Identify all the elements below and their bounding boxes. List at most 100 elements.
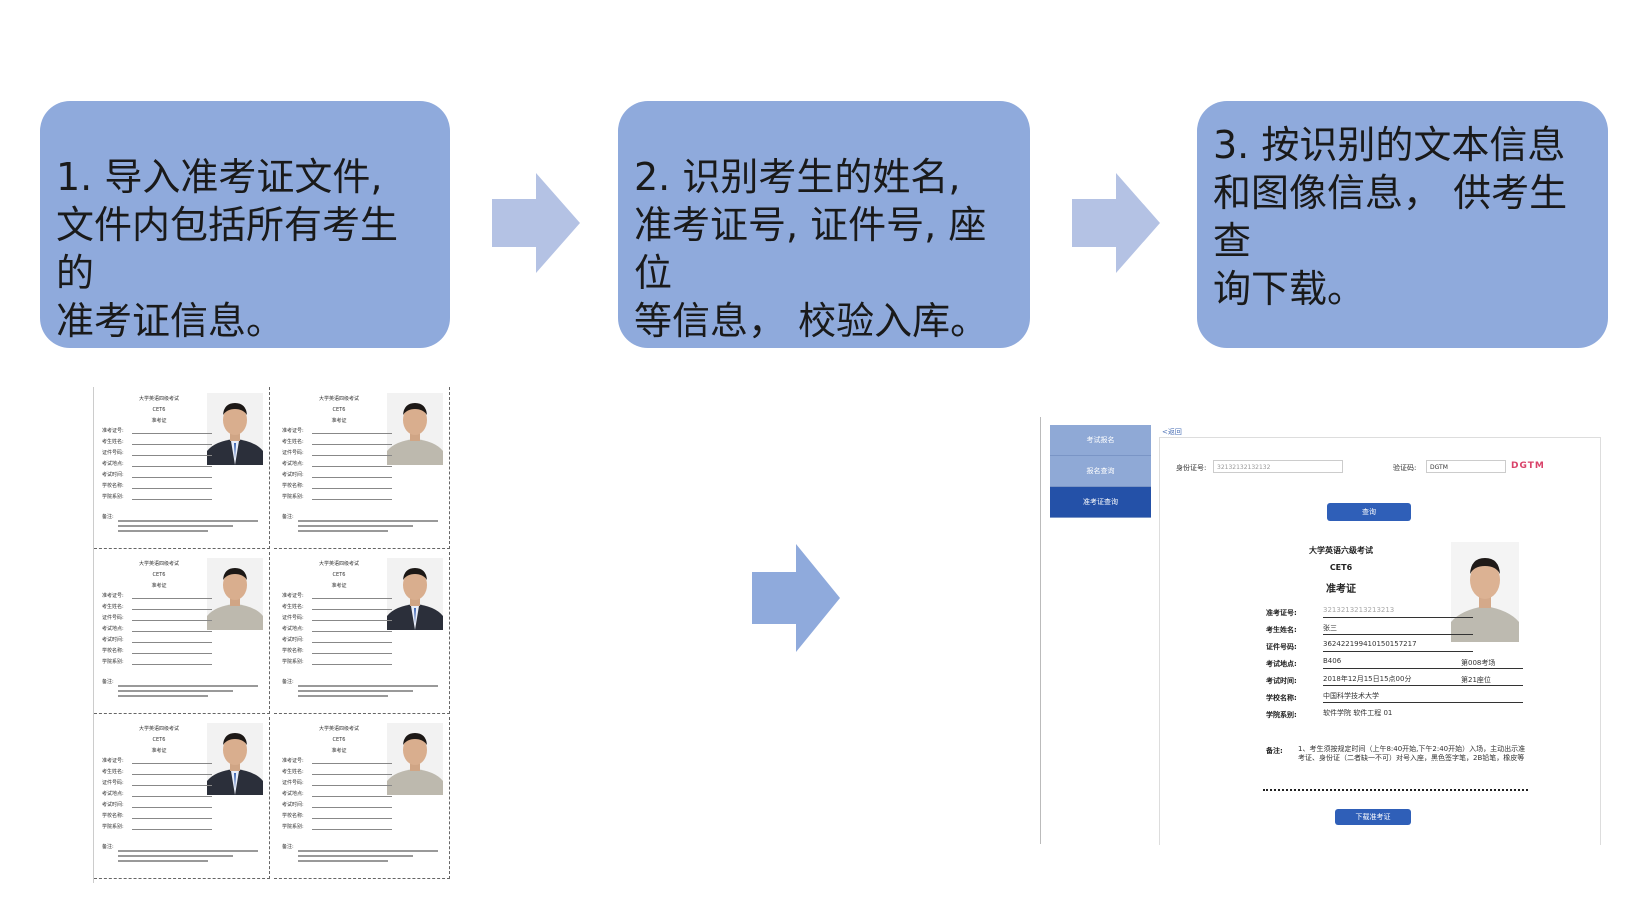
- card-field-line: [312, 779, 392, 786]
- card-field-line: [312, 493, 392, 500]
- card-field-line: [132, 614, 212, 621]
- card-field-label: 考试时间:: [282, 472, 304, 478]
- card-field-label: 学院系别:: [102, 824, 124, 830]
- captcha-image[interactable]: DGTM: [1511, 461, 1545, 471]
- card-header: 大学英语四级考试: [138, 726, 179, 732]
- card-header: 大学英语四级考试: [138, 396, 179, 402]
- card-field-row: 学校名称:: [102, 482, 264, 491]
- card-field-line: [312, 812, 392, 819]
- card-field-row: 考试时间:: [282, 471, 444, 480]
- nav-item-ticket-query[interactable]: 准考证查询: [1050, 487, 1151, 518]
- card-field-line: [132, 471, 212, 478]
- card-note: 备注:: [102, 843, 262, 865]
- card-field-label: 准考证号:: [102, 428, 124, 434]
- card-note-line: [298, 520, 438, 522]
- card-field-line: [132, 482, 212, 489]
- card-note-label: 备注:: [102, 514, 114, 520]
- card-field-label: 学院系别:: [282, 659, 304, 665]
- captcha-input[interactable]: DGTM: [1426, 460, 1506, 473]
- card-field-label: 学校名称:: [102, 483, 124, 489]
- card-field-row: 学院系别:: [102, 823, 264, 832]
- arrow-right-icon: [752, 544, 840, 652]
- card-header: 准考证: [151, 583, 167, 589]
- card-note-label: 备注:: [282, 514, 294, 520]
- card-header: CET6: [152, 737, 166, 743]
- card-header: 准考证: [331, 418, 347, 424]
- card-field-row: 证件号码:: [102, 449, 264, 458]
- card-note-label: 备注:: [282, 679, 294, 685]
- card-field-line: [132, 757, 212, 764]
- card-note-label: 备注:: [102, 679, 114, 685]
- card-field-row: 考生姓名:: [282, 603, 444, 612]
- card-note: 备注:: [102, 513, 262, 535]
- ticket-query-page: 考试报名 报名查询 准考证查询 <返回 身份证号: 32132132132132…: [1040, 417, 1607, 845]
- step-3-box: 3. 按识别的文本信息 和图像信息， 供考生查 询下载。: [1197, 101, 1608, 348]
- card-field-label: 考试时间:: [282, 802, 304, 808]
- card-field-label: 学院系别:: [282, 494, 304, 500]
- card-field-line: [132, 603, 212, 610]
- cut-line: [1263, 789, 1528, 791]
- card-field-row: 考生姓名:: [282, 768, 444, 777]
- candidate-photo: [207, 723, 263, 795]
- card-note-line: [118, 525, 233, 527]
- field-value: 362422199410150157217: [1323, 640, 1473, 652]
- card-field-row: 准考证号:: [282, 427, 444, 436]
- query-button[interactable]: 查询: [1327, 503, 1411, 521]
- card-field-label: 考试地点:: [282, 791, 304, 797]
- card-note-line: [298, 690, 413, 692]
- nav-item-register-query[interactable]: 报名查询: [1050, 456, 1151, 487]
- card-field-row: 学院系别:: [102, 493, 264, 502]
- card-field-label: 考生姓名:: [102, 769, 124, 775]
- card-field-line: [312, 757, 392, 764]
- download-button[interactable]: 下载准考证: [1335, 809, 1411, 825]
- sidebar-nav: 考试报名 报名查询 准考证查询: [1050, 425, 1151, 518]
- candidate-photo: [387, 723, 443, 795]
- card-field-line: [312, 438, 392, 445]
- card-field-row: 考试时间:: [282, 636, 444, 645]
- card-field-label: 准考证号:: [282, 593, 304, 599]
- candidate-photo: [1451, 542, 1519, 642]
- nav-item-register[interactable]: 考试报名: [1050, 425, 1151, 456]
- card-field-row: 考试时间:: [282, 801, 444, 810]
- card-field-label: 学校名称:: [102, 813, 124, 819]
- card-field-row: 学院系别:: [282, 493, 444, 502]
- card-field-line: [132, 823, 212, 830]
- field-label: 考生姓名:: [1266, 626, 1297, 634]
- card-field-label: 学校名称:: [282, 813, 304, 819]
- card-field-line: [132, 449, 212, 456]
- card-note: 备注:: [282, 513, 442, 535]
- field-label: 考试时间:: [1266, 677, 1297, 685]
- field-label: 学校名称:: [1266, 694, 1297, 702]
- card-field-label: 考试地点:: [102, 626, 124, 632]
- card-field-line: [132, 493, 212, 500]
- card-header: 准考证: [331, 583, 347, 589]
- card-field-line: [312, 636, 392, 643]
- card-field-row: 证件号码:: [282, 449, 444, 458]
- back-link[interactable]: <返回: [1162, 428, 1182, 436]
- card-header: CET6: [152, 407, 166, 413]
- arrow-right-icon: [1072, 173, 1160, 273]
- card-field-line: [132, 768, 212, 775]
- card-field-line: [312, 449, 392, 456]
- card-note-line: [298, 850, 438, 852]
- card-note-line: [118, 520, 258, 522]
- query-panel: [1159, 437, 1601, 845]
- card-field-label: 考试时间:: [102, 472, 124, 478]
- captcha-label: 验证码:: [1393, 464, 1417, 472]
- card-field-line: [312, 790, 392, 797]
- card-field-line: [132, 438, 212, 445]
- id-number-input[interactable]: 32132132132132: [1213, 460, 1343, 473]
- card-header: 大学英语四级考试: [318, 726, 359, 732]
- card-field-row: 学校名称:: [282, 647, 444, 656]
- card-field-label: 学校名称:: [102, 648, 124, 654]
- ticket-exam-code: CET6: [1329, 563, 1353, 572]
- card-field-line: [132, 592, 212, 599]
- card-field-label: 考生姓名:: [282, 604, 304, 610]
- field-label: 证件号码:: [1266, 643, 1297, 651]
- field-value: 3213213213213213: [1323, 606, 1473, 618]
- card-field-row: 学校名称:: [282, 482, 444, 491]
- candidate-photo: [387, 393, 443, 465]
- card-field-label: 准考证号:: [102, 593, 124, 599]
